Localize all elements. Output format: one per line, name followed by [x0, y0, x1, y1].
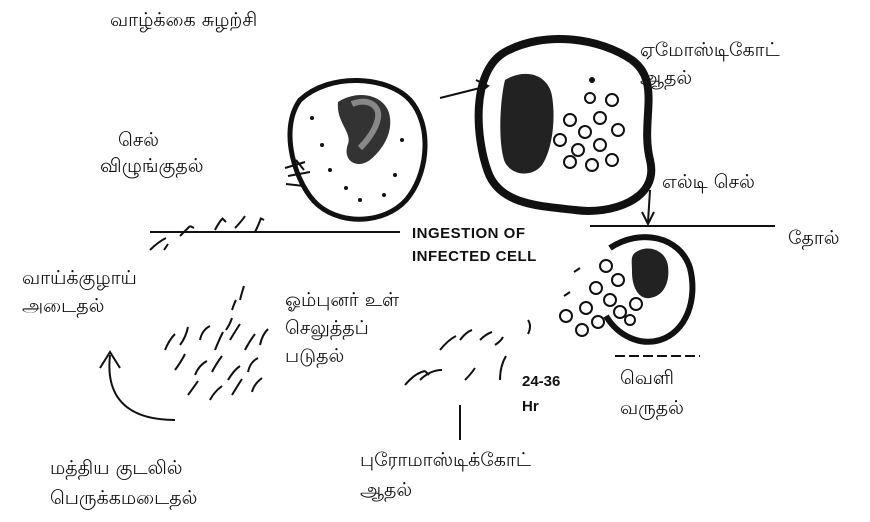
- release-label-line2: வருதல்: [620, 398, 684, 420]
- amastigote-label-line2: ஆதல்: [640, 68, 692, 90]
- macrophage-cell-1: [290, 80, 425, 219]
- ingestion-label-line1: INGESTION OF: [412, 225, 526, 242]
- promastigote-label-line1: புரோமாஸ்டிக்கோட்: [360, 450, 531, 472]
- diagram-title: வாழ்க்கை சுழற்சி: [110, 10, 257, 32]
- injected-label-line2: செலுத்தப்: [285, 318, 369, 340]
- release-label-line1: வெளி: [620, 368, 674, 390]
- injected-label-line3: படுதல்: [285, 346, 344, 368]
- time-label-line1: 24-36: [522, 373, 560, 390]
- ingestion-label-line2: INFECTED CELL: [412, 248, 537, 265]
- phagocytosis-label-line1: செல்: [118, 130, 159, 152]
- amastigote-label-line1: ஏமோஸ்டிகோட்: [640, 40, 780, 62]
- ld-cell-label: எல்டி செல்: [662, 172, 755, 194]
- skin-label: தோல்: [788, 228, 840, 250]
- injected-label-line1: ஓம்புனர் உள்: [285, 290, 399, 312]
- promastigote-label-line2: ஆதல்: [360, 480, 412, 502]
- midgut-label-line1: மத்திய குடலில்: [50, 458, 183, 480]
- macrophage-cell-3: [560, 237, 692, 342]
- proboscis-label-line2: அடைதல்: [22, 296, 104, 318]
- time-label-line2: Hr: [522, 398, 539, 415]
- proboscis-label-line1: வாய்க்குழாய்: [22, 268, 137, 290]
- curved-arrow-icon: [100, 352, 175, 420]
- midgut-label-line2: பெருக்கமடைதல்: [50, 488, 197, 510]
- phagocytosis-label-line2: விழுங்குதல்: [100, 156, 203, 178]
- promastigote-cluster-icon: [165, 286, 268, 400]
- macrophage-cell-2: [479, 39, 652, 211]
- promastigote-forming-icon: [405, 320, 530, 385]
